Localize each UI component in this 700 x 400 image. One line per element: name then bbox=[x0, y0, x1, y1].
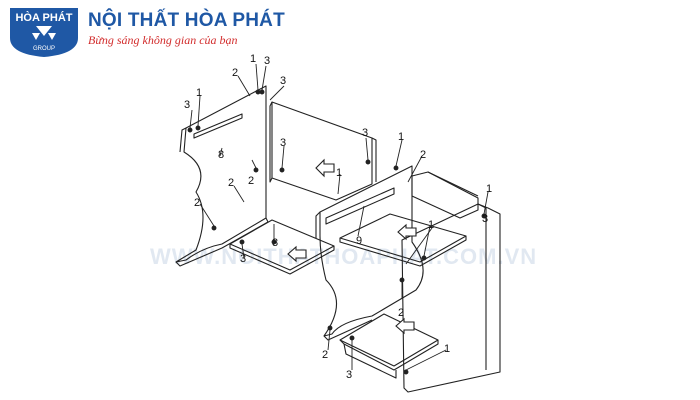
callout-label: 1 bbox=[250, 53, 256, 65]
callout-label: 3 bbox=[184, 99, 190, 111]
callout-label: 3 bbox=[482, 213, 488, 225]
callout-label: 2 bbox=[398, 307, 404, 319]
brand-title: NỘI THẤT HÒA PHÁT bbox=[88, 10, 285, 31]
callout-label: 1 bbox=[486, 183, 492, 195]
arrow-left-4 bbox=[395, 317, 415, 335]
callout-label: 1 bbox=[428, 219, 434, 231]
rail-9 bbox=[325, 187, 395, 225]
callout-label: 2 bbox=[248, 175, 254, 187]
callout-label: 2 bbox=[420, 149, 426, 161]
brand-slogan: Bừng sáng không gian của bạn bbox=[88, 33, 238, 47]
logo-bottom-text: GROUP bbox=[33, 46, 55, 52]
watermark: WWW.NOITHATHOAPHAT.COM.VN bbox=[150, 244, 538, 269]
callout-label: 9 bbox=[356, 235, 362, 247]
callout-label: 3 bbox=[362, 127, 368, 139]
back-panel bbox=[271, 101, 373, 201]
callout-label: 8 bbox=[218, 149, 224, 161]
callout-label: 1 bbox=[336, 167, 342, 179]
brand-block: NỘI THẤT HÒA PHÁT Bừng sáng không gian c… bbox=[88, 10, 285, 48]
callout-label: 3 bbox=[240, 253, 246, 265]
arrow-left-2 bbox=[287, 245, 307, 263]
middle-panel bbox=[319, 165, 424, 337]
callout-label: 3 bbox=[264, 55, 270, 67]
callout-label: 3 bbox=[346, 369, 352, 381]
callout-label: 2 bbox=[228, 177, 234, 189]
callout-label: 2 bbox=[232, 67, 238, 79]
callout-label: 3 bbox=[280, 75, 286, 87]
callout-label: 1 bbox=[196, 87, 202, 99]
callout-labels: 1 3 2 3 3 1 8 3 2 2 2 3 1 3 1 2 9 1 1 3 … bbox=[184, 53, 492, 381]
direction-arrows bbox=[287, 158, 417, 335]
left-side-panel bbox=[175, 85, 267, 263]
hoa-phat-logo: HÒA PHÁT GROUP bbox=[8, 6, 80, 58]
rail-8 bbox=[193, 113, 243, 139]
right-top-panel bbox=[411, 171, 479, 219]
callout-label: 1 bbox=[398, 131, 404, 143]
callout-label: 3 bbox=[280, 137, 286, 149]
callout-label: 2 bbox=[194, 197, 200, 209]
arrow-left-3 bbox=[397, 223, 417, 241]
callout-label: 1 bbox=[444, 343, 450, 355]
leader-lines bbox=[187, 63, 489, 375]
logo-top-text: HÒA PHÁT bbox=[15, 11, 72, 24]
arrow-left-1 bbox=[315, 158, 335, 178]
callout-label: 2 bbox=[322, 349, 328, 361]
callout-label: 3 bbox=[272, 237, 278, 249]
